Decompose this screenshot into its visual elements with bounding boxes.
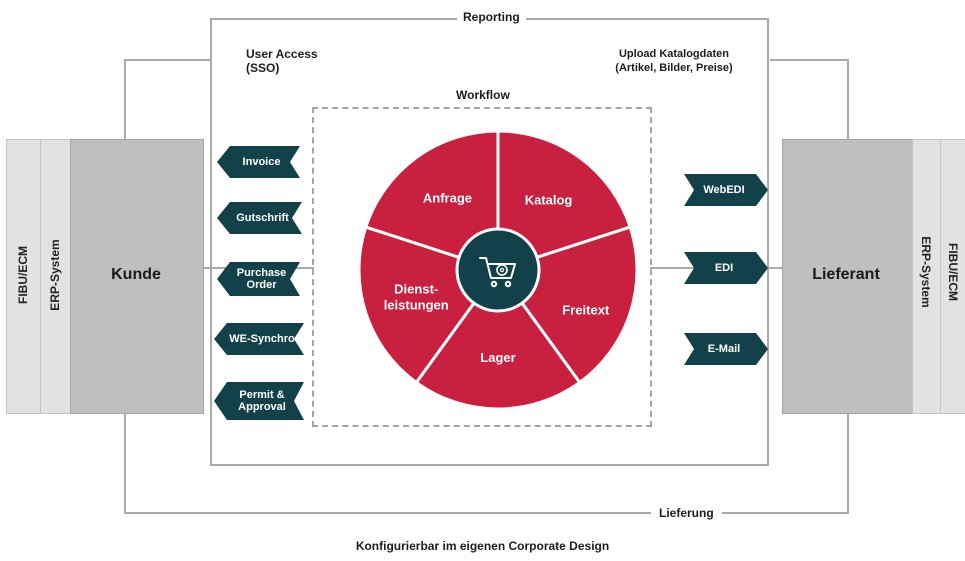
tag-we-synchro-text: WE-Synchro (229, 333, 295, 345)
tag-webedi[interactable]: WebEDI (684, 174, 768, 206)
lieferant-label: Lieferant (812, 266, 880, 283)
tag-permit-line1: Permit & (239, 389, 285, 401)
connector-top-right-vertical (847, 59, 849, 139)
user-access-line1: User Access (246, 47, 318, 61)
tag-invoice[interactable]: Invoice (217, 146, 300, 178)
connector-top-right-horizontal (770, 59, 849, 61)
connector-bottom-left-vertical (124, 413, 126, 514)
kunde-label: Kunde (111, 266, 161, 283)
tag-email[interactable]: E-Mail (684, 333, 768, 365)
left-erp-label: ERP-System (48, 239, 62, 311)
tag-edi-text: EDI (714, 262, 734, 274)
tag-gutschrift[interactable]: Gutschrift (217, 202, 302, 234)
tag-permit-line2: Approval (238, 401, 286, 413)
tag-gutschrift-text: Gutschrift (236, 212, 289, 224)
connector-bottom-right-vertical (847, 413, 849, 514)
wheel-segment-lager[interactable] (414, 267, 582, 411)
reporting-label: Reporting (457, 10, 526, 24)
tag-email-text: E-Mail (707, 343, 741, 355)
wheel-label-freitext: Freitext (562, 303, 610, 318)
wheel-label-anfrage: Anfrage (423, 190, 472, 205)
left-fibu-panel (6, 139, 42, 414)
caption: Konfigurierbar im eigenen Corporate Desi… (355, 539, 610, 553)
upload-line1: Upload Katalogdaten (618, 48, 729, 60)
tag-permit-approval[interactable]: Permit &Approval (214, 382, 304, 420)
workflow-box (312, 107, 652, 427)
workflow-title: Workflow (456, 88, 510, 102)
wheel-segment-katalog[interactable] (496, 129, 633, 273)
upload-label: Upload Katalogdaten (Artikel, Bilder, Pr… (588, 47, 760, 75)
right-fibu-label: FIBU/ECM (946, 243, 960, 301)
wheel-segment-anfrage[interactable] (363, 129, 500, 273)
connector-bottom-horizontal (124, 512, 849, 514)
wheel-label-katalog: Katalog (525, 192, 573, 207)
shopping-cart-icon[interactable] (479, 257, 516, 288)
connector-top-left-vertical (124, 59, 126, 139)
upload-line2: (Artikel, Bilder, Preise) (615, 62, 733, 74)
tag-purchase-order-line1: Purchase (236, 267, 287, 279)
lieferant-panel (782, 139, 914, 414)
right-fibu-panel (940, 139, 965, 414)
right-erp-label: ERP-System (919, 236, 933, 308)
user-access-label: User Access (SSO) (246, 47, 318, 75)
left-fibu-label: FIBU/ECM (16, 246, 30, 304)
tag-edi[interactable]: EDI (684, 252, 768, 284)
tag-invoice-text: Invoice (242, 156, 281, 168)
tag-purchase-order-line2: Order (246, 279, 277, 291)
connector-top-left-horizontal (124, 59, 212, 61)
wheel-label-dienstleistungen: Dienst-leistungen (384, 282, 449, 313)
tag-webedi-text: WebEDI (703, 184, 745, 196)
wheel-center (455, 227, 541, 313)
kunde-panel (70, 139, 204, 414)
tag-we-synchro[interactable]: WE-Synchro (214, 323, 304, 355)
wheel-label-lager: Lager (480, 350, 515, 365)
user-access-line2: (SSO) (246, 61, 280, 75)
lieferung-label: Lieferung (651, 506, 722, 520)
